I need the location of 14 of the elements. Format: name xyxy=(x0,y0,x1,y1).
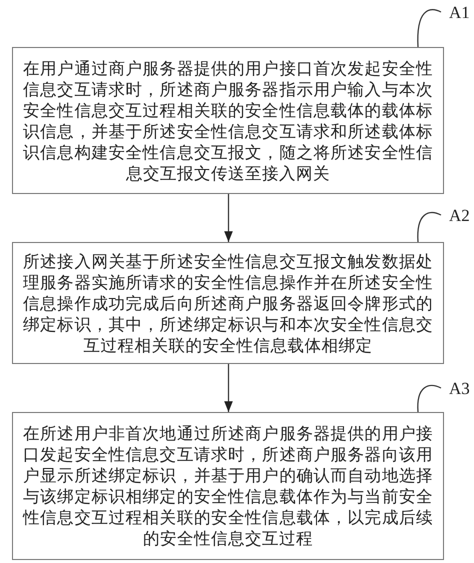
leader-line xyxy=(417,385,442,412)
process-box xyxy=(12,412,444,560)
arrow xyxy=(224,364,233,412)
arrow xyxy=(224,194,233,242)
leader-line xyxy=(417,9,442,48)
leader-line xyxy=(417,212,442,242)
step-label: A3 xyxy=(449,380,473,398)
step-label: A1 xyxy=(449,4,473,22)
step-label: A2 xyxy=(449,207,473,225)
step-text: 所述接入网关基于所述安全性信息交互报文触发数据处理服务器实施所请求的安全性信息操作并在所述安全性信息操作成功完成后向所述商户服务器返回令牌形式的绑定标识，其中，所述绑定标识与和本次安全性信息交互过程相关联的安全性信息载体相绑定 xyxy=(22,250,434,356)
process-box xyxy=(12,242,444,364)
step-text: 在所述用户非首次地通过所述商户服务器提供的用户接口发起安全性信息交互请求时，所述商户服务器向该用户显示所述绑定标识，并基于用户的确认而自动地选择与该绑定标识相绑定的安全性信息载体作为与当前安全性信息交互过程相关联的安全性信息载体，以完成后续的安全性信息交互过程 xyxy=(22,423,434,549)
process-box xyxy=(12,47,444,194)
step-text: 在用户通过商户服务器提供的用户接口首次发起安全性信息交互请求时，所述商户服务器指示用户输入与本次安全性信息交互过程相关联的安全性信息载体的载体标识信息，并基于所述安全性信息交互请求和所述载体标识信息构建安全性信息交互报文，随之将所述安全性信息交互报文传送至接入网关 xyxy=(22,58,434,184)
